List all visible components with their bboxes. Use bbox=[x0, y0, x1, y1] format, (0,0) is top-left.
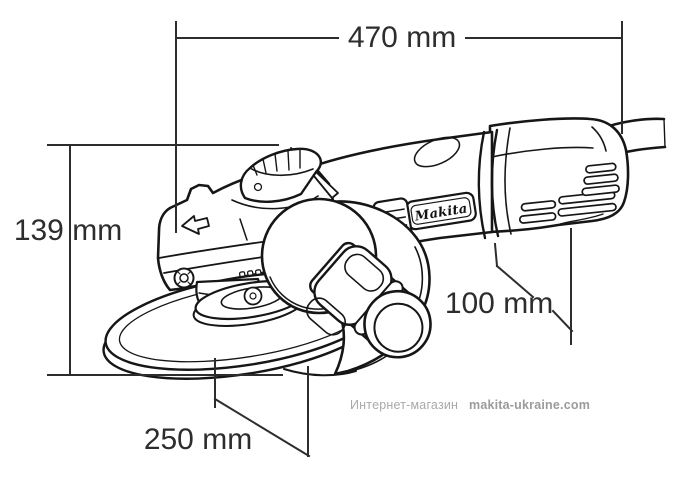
grinder-drawing: Makita bbox=[102, 117, 667, 380]
handle-knob-icon bbox=[363, 289, 432, 359]
dimension-label-250mm: 250 mm bbox=[144, 423, 252, 456]
dimension-label-470mm: 470 mm bbox=[348, 21, 456, 54]
dimension-139mm bbox=[47, 144, 283, 376]
watermark-site-label: makita-ukraine.com bbox=[469, 398, 590, 412]
watermark-shop-label: Интернет-магазин bbox=[350, 398, 458, 412]
dimension-label-100mm: 100 mm bbox=[445, 287, 553, 320]
side-handle bbox=[306, 241, 432, 359]
watermark: Интернет-магазин makita-ukraine.com bbox=[350, 398, 590, 412]
dimension-250mm bbox=[213, 358, 311, 458]
adjustment-screw-icon bbox=[173, 267, 195, 289]
dimension-100mm bbox=[493, 228, 574, 345]
arrow-marking-icon bbox=[181, 215, 210, 235]
vent-slots-icon bbox=[518, 162, 620, 224]
makita-logo: Makita bbox=[405, 191, 477, 231]
dimension-label-139mm: 139 mm bbox=[14, 214, 122, 247]
dimension-470mm bbox=[175, 21, 623, 233]
disc-hub bbox=[192, 279, 308, 327]
lock-lever bbox=[231, 147, 339, 210]
